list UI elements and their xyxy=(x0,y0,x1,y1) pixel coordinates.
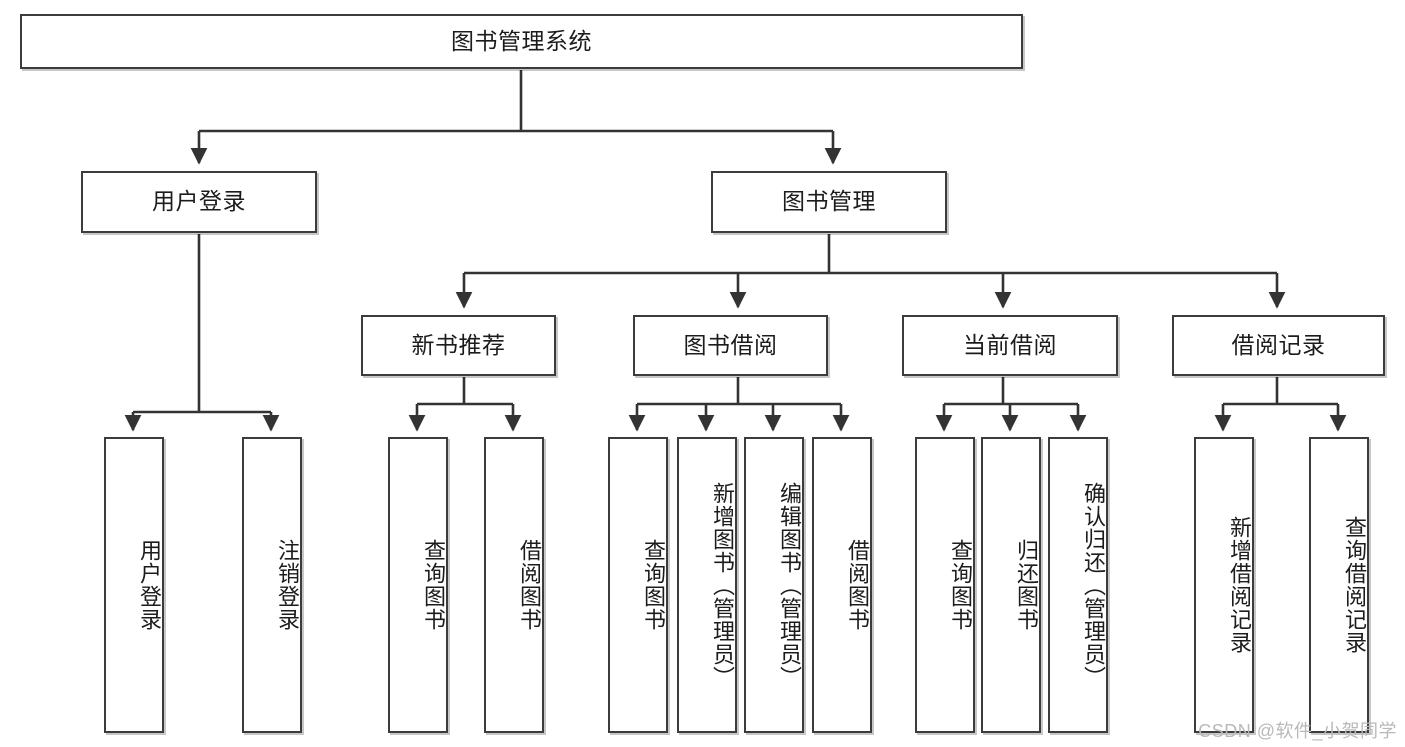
node-leaf-query-book-1[interactable]: 查询图书 xyxy=(388,437,448,733)
node-leaf-return-book-label: 归还图书 xyxy=(1014,539,1039,631)
node-leaf-edit-book[interactable]: 编辑图书（管理员） xyxy=(744,437,804,733)
node-leaf-edit-book-label: 编辑图书（管理员） xyxy=(777,481,802,689)
node-leaf-borrow-book-2[interactable]: 借阅图书 xyxy=(812,437,872,733)
node-leaf-query-book-3-label: 查询图书 xyxy=(948,539,973,631)
node-book-borrow-label: 图书借阅 xyxy=(683,331,778,358)
node-leaf-return-book[interactable]: 归还图书 xyxy=(981,437,1041,733)
node-leaf-query-record-label: 查询借阅记录 xyxy=(1342,516,1367,654)
node-leaf-user-login[interactable]: 用户登录 xyxy=(104,437,164,733)
node-user-login[interactable]: 用户登录 xyxy=(81,171,317,233)
node-leaf-query-book-1-label: 查询图书 xyxy=(421,539,446,631)
node-leaf-logout-label: 注销登录 xyxy=(275,539,300,631)
node-leaf-query-book-2[interactable]: 查询图书 xyxy=(608,437,668,733)
node-borrow-record-label: 借阅记录 xyxy=(1231,331,1326,358)
node-leaf-user-login-label: 用户登录 xyxy=(137,539,162,631)
node-leaf-borrow-book-1-label: 借阅图书 xyxy=(517,539,542,631)
node-leaf-add-record[interactable]: 新增借阅记录 xyxy=(1194,437,1254,733)
node-book-borrow[interactable]: 图书借阅 xyxy=(633,315,828,376)
node-leaf-query-record[interactable]: 查询借阅记录 xyxy=(1309,437,1369,733)
node-leaf-borrow-book-1[interactable]: 借阅图书 xyxy=(484,437,544,733)
node-book-manage[interactable]: 图书管理 xyxy=(711,171,947,233)
node-root-label: 图书管理系统 xyxy=(451,27,592,54)
node-user-login-label: 用户登录 xyxy=(152,188,246,215)
node-leaf-query-book-2-label: 查询图书 xyxy=(641,539,666,631)
node-leaf-confirm-return[interactable]: 确认归还（管理员） xyxy=(1048,437,1108,733)
node-current-borrow-label: 当前借阅 xyxy=(963,331,1057,358)
node-borrow-record[interactable]: 借阅记录 xyxy=(1172,315,1385,376)
node-leaf-add-book[interactable]: 新增图书（管理员） xyxy=(677,437,737,733)
node-leaf-add-record-label: 新增借阅记录 xyxy=(1227,516,1252,654)
node-new-book-recommend-label: 新书推荐 xyxy=(411,331,506,358)
node-current-borrow[interactable]: 当前借阅 xyxy=(902,315,1118,376)
node-root[interactable]: 图书管理系统 xyxy=(20,14,1023,69)
node-book-manage-label: 图书管理 xyxy=(782,188,876,215)
node-leaf-confirm-return-label: 确认归还（管理员） xyxy=(1081,481,1106,689)
node-new-book-recommend[interactable]: 新书推荐 xyxy=(361,315,556,376)
node-leaf-logout[interactable]: 注销登录 xyxy=(242,437,302,733)
node-leaf-query-book-3[interactable]: 查询图书 xyxy=(915,437,975,733)
node-leaf-add-book-label: 新增图书（管理员） xyxy=(710,481,735,689)
node-leaf-borrow-book-2-label: 借阅图书 xyxy=(845,539,870,631)
